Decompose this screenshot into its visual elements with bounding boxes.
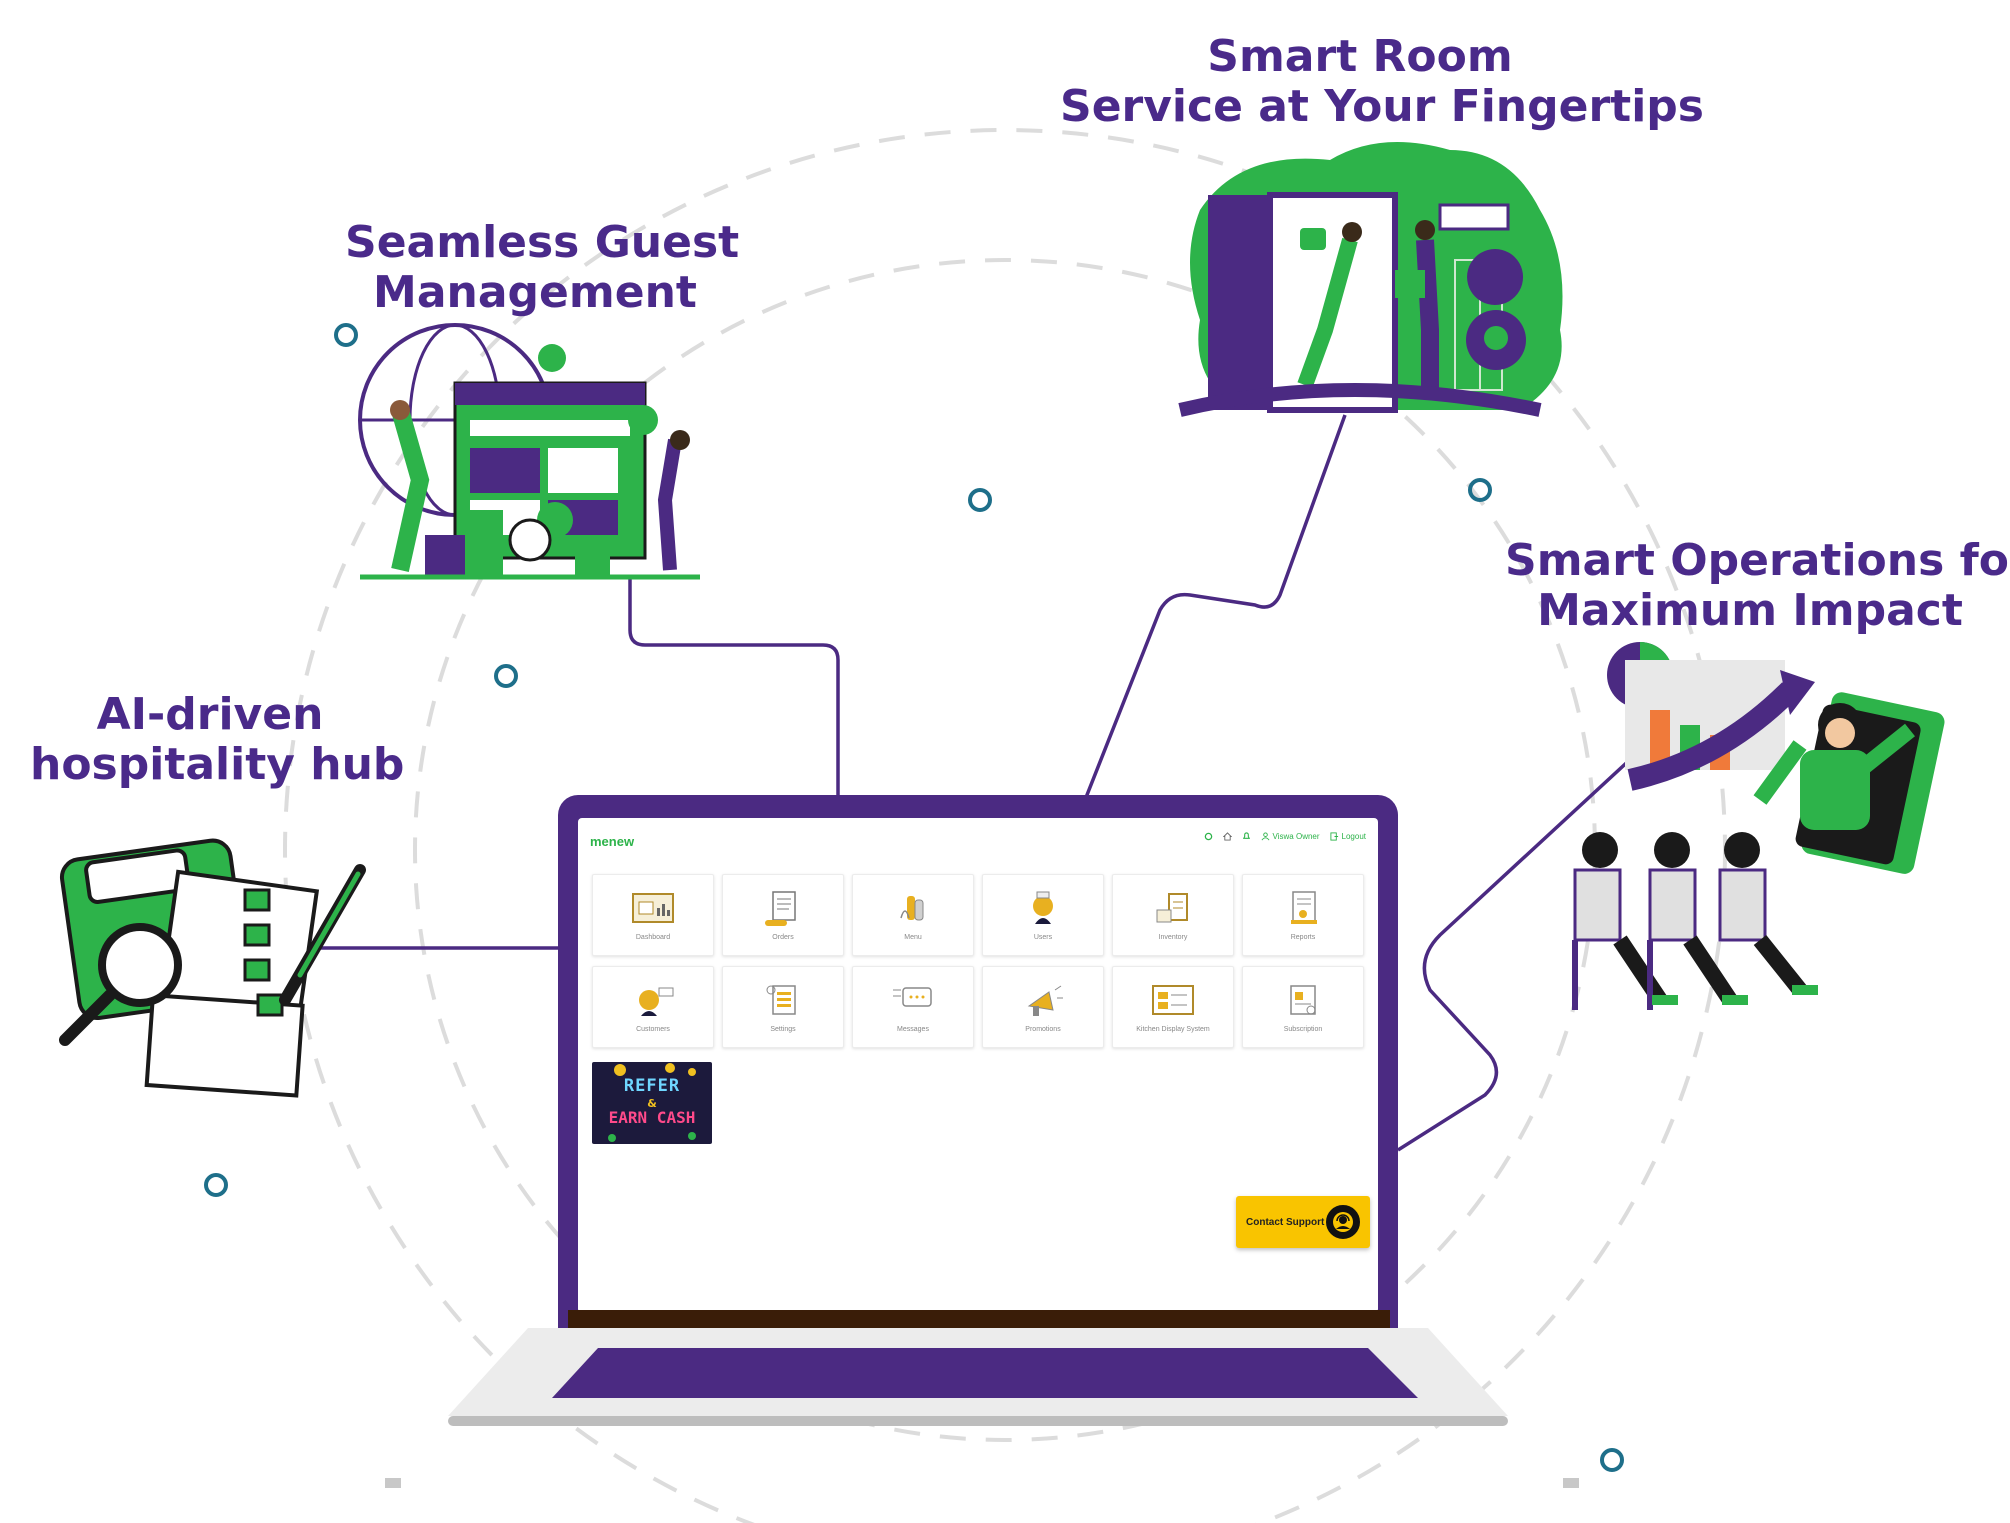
decor-square (385, 1478, 401, 1488)
tile-label: Reports (1290, 933, 1316, 941)
nav-notifications[interactable] (1242, 832, 1251, 841)
heading-line: Maximum Impact (1537, 585, 1963, 636)
heading-line: AI-driven (96, 689, 324, 740)
laptop-base (448, 1328, 1508, 1426)
decor-dot (968, 488, 992, 512)
messages-icon (893, 986, 932, 1007)
connector-ops (1397, 753, 1637, 1152)
heading-ai-hub: AI-driven hospitality hub (30, 689, 405, 790)
room-service-illustration (1178, 142, 1563, 417)
decor-dot (334, 323, 358, 347)
kitchen-display-icon (1152, 984, 1194, 1015)
tile-label: Inventory (1158, 933, 1188, 941)
heading-room-service: Smart Room Service at Your Fingertips (1060, 31, 1704, 132)
tile-reports[interactable]: Reports (1242, 874, 1364, 956)
clipboard-illustration (59, 838, 366, 1098)
tile-inventory[interactable]: Inventory (1112, 874, 1234, 956)
decor-dot (494, 664, 518, 688)
tile-menu[interactable]: Menu (852, 874, 974, 956)
nav-logout[interactable]: Logout (1329, 832, 1366, 841)
tile-label: Subscription (1283, 1025, 1323, 1033)
heading-line: Seamless Guest (345, 217, 740, 268)
tile-label: Orders (772, 933, 794, 941)
app-logo[interactable]: menew (590, 834, 635, 849)
tile-customers[interactable]: Customers (592, 966, 714, 1048)
refer-earn-banner[interactable]: REFER & EARN CASH (592, 1062, 712, 1144)
app-screen: menew Viswa Owner Logout Dashboard Order… (578, 818, 1378, 1313)
contact-support-button[interactable]: Contact Support (1236, 1196, 1370, 1248)
logout-label: Logout (1341, 832, 1366, 841)
heading-operations: Smart Operations for Maximum Impact (1505, 535, 2010, 636)
refer-text: REFER (623, 1076, 681, 1096)
tile-label: Kitchen Display System (1136, 1025, 1210, 1033)
tile-label: Messages (897, 1025, 929, 1033)
heading-line: Service at Your Fingertips (1060, 81, 1704, 132)
earn-cash-text: EARN CASH (608, 1108, 696, 1127)
reports-icon (1291, 890, 1317, 924)
nav-refresh[interactable] (1204, 832, 1213, 841)
decor-dot (204, 1173, 228, 1197)
refer-amp: & (647, 1097, 657, 1110)
tile-label: Users (1033, 933, 1053, 941)
tile-label: Customers (636, 1025, 670, 1033)
heading-line: Smart Room (1207, 31, 1513, 82)
customers-icon (639, 987, 674, 1016)
heading-line: Management (373, 267, 697, 318)
tile-users[interactable]: Users (982, 874, 1104, 956)
heading-guest-management: Seamless Guest Management (345, 217, 740, 318)
tile-messages[interactable]: Messages (852, 966, 974, 1048)
inventory-icon (1156, 892, 1188, 922)
refresh-icon (1204, 832, 1212, 841)
decor-square (1563, 1478, 1579, 1488)
tile-label: Promotions (1025, 1025, 1061, 1033)
nav-home[interactable] (1222, 832, 1232, 841)
coins-decoration (608, 1063, 696, 1142)
promotions-icon (1027, 985, 1063, 1016)
connector-guest (628, 575, 840, 800)
module-grid: Dashboard Orders Menu Users Inventory Re… (592, 874, 1364, 1048)
operations-illustration (1572, 642, 1945, 1010)
settings-icon (766, 984, 796, 1015)
user-name: Viswa Owner (1272, 832, 1320, 841)
nav-user[interactable]: Viswa Owner (1261, 832, 1320, 841)
tile-kitchen-display[interactable]: Kitchen Display System (1112, 966, 1234, 1048)
decor-dot (1600, 1448, 1624, 1472)
contact-support-label: Contact Support (1246, 1216, 1325, 1228)
tile-orders[interactable]: Orders (722, 874, 844, 956)
tile-label: Dashboard (635, 933, 671, 941)
tile-label: Settings (770, 1025, 796, 1033)
tile-label: Menu (904, 933, 922, 941)
headset-icon (1326, 1205, 1360, 1239)
decor-dot (1468, 478, 1492, 502)
heading-line: hospitality hub (30, 739, 405, 790)
laptop-hinge (568, 1310, 1390, 1330)
logout-icon (1329, 832, 1338, 841)
guest-management-illustration (358, 323, 700, 580)
heading-line: Smart Operations for (1505, 535, 2010, 586)
tile-subscription[interactable]: Subscription (1242, 966, 1364, 1048)
tile-promotions[interactable]: Promotions (982, 966, 1104, 1048)
top-nav: Viswa Owner Logout (1204, 832, 1366, 841)
subscription-icon (1290, 984, 1316, 1015)
users-icon (1033, 891, 1053, 924)
user-icon (1261, 832, 1269, 841)
menu-icon (900, 895, 924, 920)
tile-settings[interactable]: Settings (722, 966, 844, 1048)
dashboard-icon (632, 892, 674, 923)
bell-icon (1242, 832, 1250, 839)
orders-icon (765, 890, 796, 926)
connector-room (1083, 414, 1347, 801)
tile-dashboard[interactable]: Dashboard (592, 874, 714, 956)
home-icon (1222, 832, 1232, 841)
